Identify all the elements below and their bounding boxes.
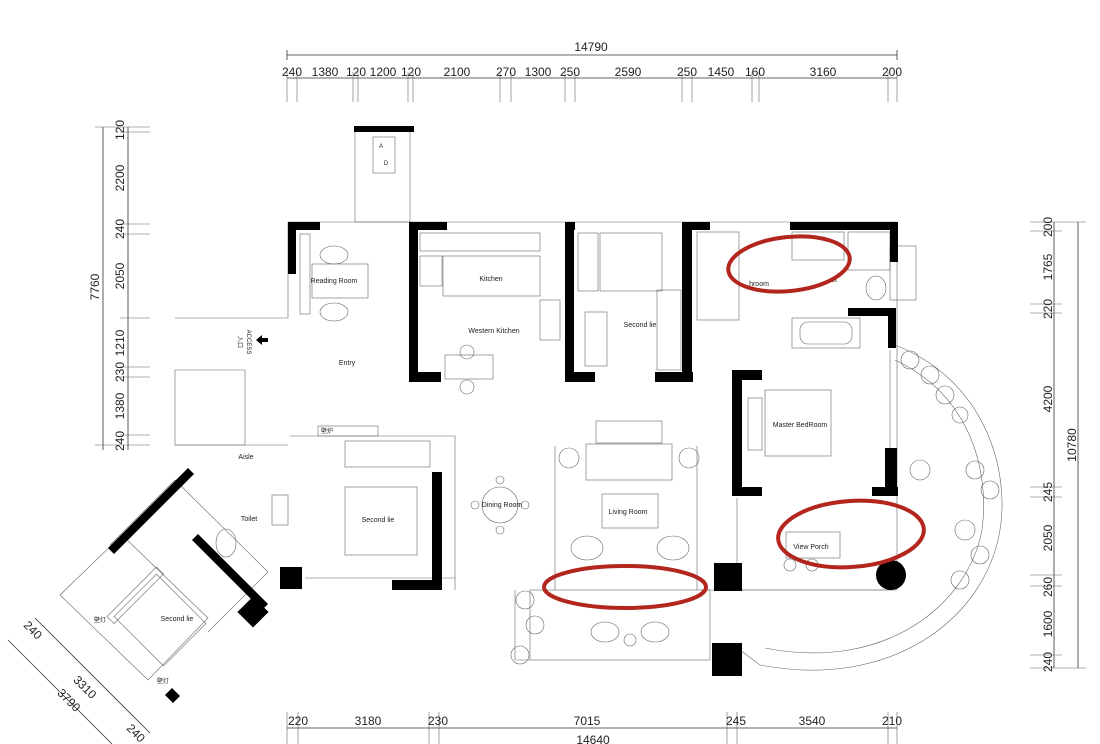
label-ad-a: A	[379, 144, 383, 150]
dim-top-total: 14790	[574, 40, 608, 54]
plant-decorations	[510, 350, 1000, 665]
label-dining-room: Dining Room	[482, 502, 523, 509]
label-lamp-1: 壁灯	[94, 616, 106, 624]
label-second-lie-corner: Second lie	[161, 616, 194, 623]
dim-bottom-0: 220	[288, 714, 308, 728]
dim-left-2: 240	[113, 219, 127, 239]
annotation-ellipse-bathroom	[726, 234, 852, 294]
dim-top-0: 240	[282, 65, 302, 79]
dim-right-4: 245	[1041, 482, 1055, 502]
dim-top-5: 2100	[444, 65, 471, 79]
left-dimensions: 7760 120 2200 240 2050 1210 230 1380 240	[88, 120, 150, 451]
label-second-lie-top: Second lie	[624, 322, 657, 329]
label-living-room: Living Room	[609, 509, 648, 516]
diagonal-dimensions: 240 3310 3790 240	[7, 617, 151, 744]
dim-right-8: 240	[1041, 652, 1055, 672]
label-kitchen: Kitchen	[479, 276, 502, 283]
dim-bottom-6: 210	[882, 714, 902, 728]
right-dimensions: 10780 200 1765 220 4200 245 2050 260 160…	[1030, 217, 1086, 672]
bottom-dimensions: 220 3180 230 7015 245 3540 210 14640	[286, 712, 902, 744]
access-arrow-icon	[256, 335, 268, 345]
dim-left-0: 120	[113, 120, 127, 140]
dim-bottom-1: 3180	[355, 714, 382, 728]
top-dimensions: 14790 240 1380 120 1200 120 2100 270 130…	[282, 40, 902, 102]
dim-top-13: 3160	[810, 65, 837, 79]
label-access: ACCESS	[245, 330, 251, 355]
plan-outlines	[59, 129, 1003, 681]
dim-bottom-2: 230	[428, 714, 448, 728]
label-reading-room: Reading Room	[311, 278, 358, 285]
dim-left-1: 2200	[113, 164, 127, 191]
label-lamp-2: 壁灯	[157, 677, 169, 685]
dim-top-10: 250	[677, 65, 697, 79]
dim-diag-0: 240	[21, 618, 45, 642]
dim-right-total: 10780	[1065, 428, 1079, 462]
walls	[108, 126, 906, 703]
dim-left-7: 240	[113, 431, 127, 451]
dim-left-6: 1380	[113, 392, 127, 419]
dim-bottom-total: 14640	[576, 733, 610, 744]
dim-top-7: 1300	[525, 65, 552, 79]
annotation-ellipse-living-room	[542, 564, 708, 610]
dim-left-3: 2050	[113, 262, 127, 289]
red-annotations	[542, 234, 926, 610]
dim-top-12: 160	[745, 65, 765, 79]
room-labels: A D Reading Room Kitchen Western Kitchen…	[94, 144, 837, 685]
dim-right-5: 2050	[1041, 524, 1055, 551]
dim-top-3: 1200	[370, 65, 397, 79]
dim-right-7: 1600	[1041, 610, 1055, 637]
dim-bottom-5: 3540	[799, 714, 826, 728]
label-master-bedroom: Master BedRoom	[773, 422, 828, 429]
dim-left-total: 7760	[88, 273, 102, 300]
label-access-cn: 入口	[236, 336, 243, 348]
label-ad-d: D	[384, 161, 389, 167]
dim-top-2: 120	[346, 65, 366, 79]
dim-top-9: 2590	[615, 65, 642, 79]
dim-left-5: 230	[113, 362, 127, 382]
label-fireplace: 壁炉	[321, 427, 333, 435]
dim-right-2: 220	[1041, 299, 1055, 319]
dim-right-1: 1765	[1041, 253, 1055, 280]
dim-bottom-4: 245	[726, 714, 746, 728]
dim-right-0: 200	[1041, 217, 1055, 237]
dim-top-6: 270	[496, 65, 516, 79]
dim-bottom-3: 7015	[574, 714, 601, 728]
dim-top-8: 250	[560, 65, 580, 79]
dim-top-4: 120	[401, 65, 421, 79]
dim-left-4: 1210	[113, 329, 127, 356]
label-view-porch: View Porch	[793, 544, 828, 551]
label-second-lie-mid: Second lie	[362, 517, 395, 524]
label-toilet: Toilet	[241, 516, 257, 523]
dim-right-3: 4200	[1041, 385, 1055, 412]
dim-right-6: 260	[1041, 577, 1055, 597]
label-aisle: Aisle	[238, 454, 253, 461]
dim-top-14: 200	[882, 65, 902, 79]
label-entry: Entry	[339, 360, 356, 367]
dim-diag-3: 240	[124, 721, 148, 744]
dim-top-11: 1450	[708, 65, 735, 79]
label-bathroom: hroom	[749, 281, 769, 288]
label-western-kitchen: Western Kitchen	[468, 328, 519, 335]
dim-top-1: 1380	[312, 65, 339, 79]
annotation-ellipse-view-porch	[776, 498, 926, 570]
